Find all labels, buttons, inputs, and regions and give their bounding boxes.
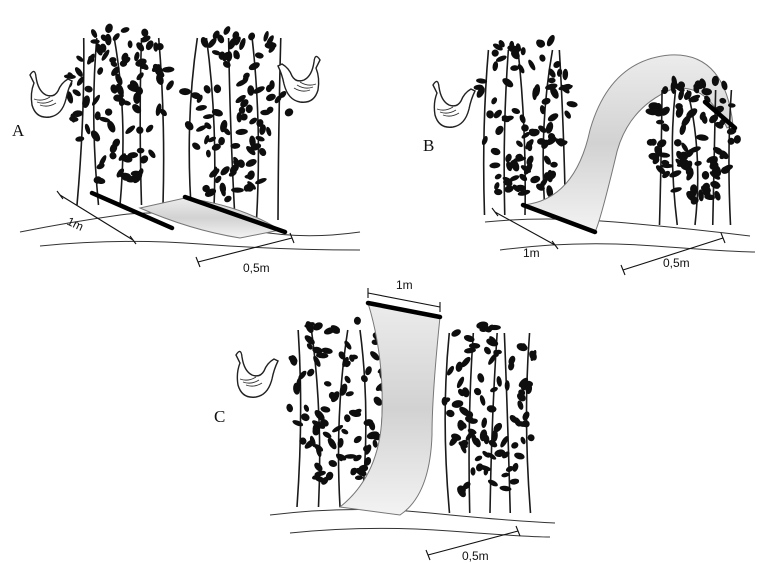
panel-label-a: A [12,121,24,141]
panel-a: A 1m 0,5m [0,0,375,275]
dim-label-1m: 1m [65,214,86,234]
dimension-gap: 0,5m [621,233,725,275]
cloth-sheet [340,303,440,515]
dim-label-1m: 1m [523,246,540,260]
dimension-row-length: 1m [57,191,136,244]
panel-b: B 1m 0,5m [405,0,765,275]
dimension-gap: 0,5m [426,526,520,563]
panel-c: C 1m 0,5m [200,275,565,563]
hand-left [433,81,475,127]
plant-row-right [179,25,295,220]
dim-label-gap: 0,5m [663,256,690,270]
plant-row-right [442,321,539,513]
hand-left [236,351,278,397]
hand-left [30,71,72,117]
panel-label-b: B [423,136,434,156]
plant-row-left [64,23,176,205]
dim-label-gap: 0,5m [462,549,489,563]
dim-label-gap: 0,5m [243,261,270,275]
panel-label-c: C [214,407,225,427]
dim-label-1m: 1m [396,278,413,292]
dimension-gap: 0,5m [196,233,294,275]
